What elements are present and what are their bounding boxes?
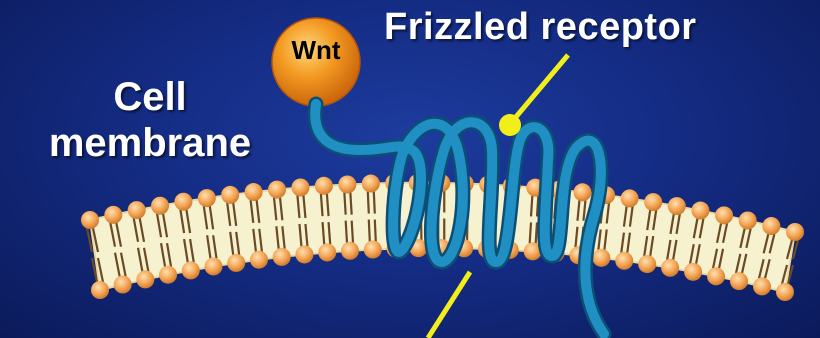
wnt-label: Wnt [265,35,367,66]
lipid-head [318,243,336,261]
lipid-head [114,276,132,294]
lipid-head [753,277,771,295]
lipid-head [739,211,757,229]
lipid-head [91,281,109,299]
lipid-head [136,270,154,288]
lipid-head [81,211,99,229]
lipid-head [295,245,313,263]
lipid-head [204,257,222,275]
lipid-head [291,178,309,196]
cell-membrane-label-line1: Cell [0,74,300,120]
lipid-head [615,252,633,270]
lipid-head [668,197,686,215]
lipid-tail [375,220,376,242]
lipid-head [638,255,656,273]
lipid-head [198,189,216,207]
lipid-head [341,242,359,260]
lipid-tail [374,192,375,214]
lipid-head [661,259,679,277]
lipid-head [707,267,725,285]
lipid-head [221,186,239,204]
lipid-head [268,181,286,199]
lipid-head [245,183,263,201]
cell-membrane-label-line2: membrane [0,120,300,166]
lipid-tail [352,221,353,243]
cell-membrane-label: Cell membrane [0,74,300,166]
lipid-tail [350,192,351,214]
lower-pointer-line [428,272,470,338]
lipid-tail [369,220,370,242]
lipid-tail [530,222,531,243]
lipid-head [691,202,709,220]
lipid-head [273,248,291,266]
lipid-head [730,272,748,290]
lipid-head [128,201,146,219]
frizzled-pointer-dot [499,114,521,136]
lipid-tail [536,222,537,243]
lipid-head [362,175,380,193]
lipid-head [227,254,245,272]
lipid-head [786,223,804,241]
lipid-head [762,217,780,235]
lipid-head [250,251,268,269]
lipid-head [684,263,702,281]
lipid-head [715,206,733,224]
lipid-head [776,283,794,301]
lipid-head [592,249,610,267]
lipid-head [104,206,122,224]
lipid-head [621,189,639,207]
lipid-head [338,175,356,193]
lipid-head [315,177,333,195]
frizzled-receptor-label: Frizzled receptor [384,6,697,49]
lipid-head [174,193,192,211]
lipid-tail [344,192,345,214]
lipid-tail [531,196,532,217]
lipid-head [644,193,662,211]
lipid-head [182,261,200,279]
lipid-head [159,266,177,284]
frizzled-pointer-line [510,55,568,124]
lipid-head [364,241,382,259]
lipid-tail [368,192,369,214]
lipid-tail [346,221,347,243]
lipid-head [151,197,169,215]
lipid-head [573,183,591,201]
